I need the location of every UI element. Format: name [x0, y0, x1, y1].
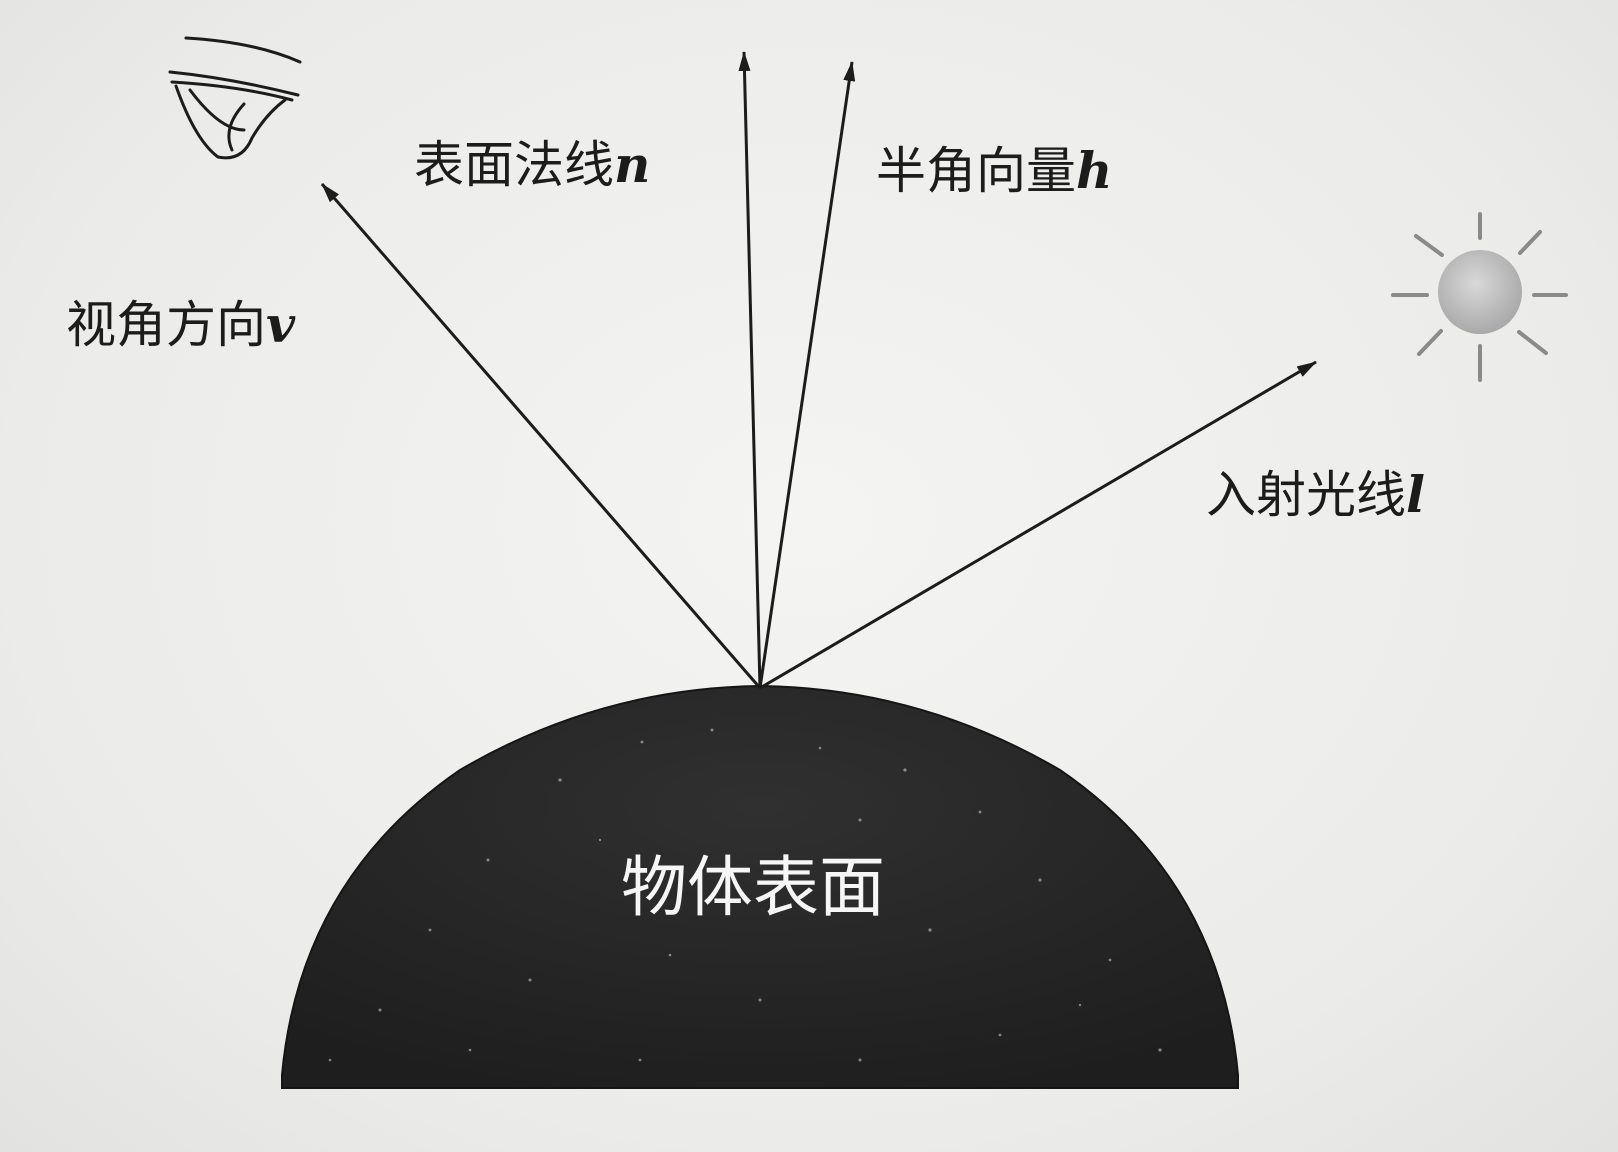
half-vector: [758, 61, 856, 689]
view-direction-text: 视角方向: [66, 296, 266, 354]
light-vector: [759, 360, 1317, 690]
half-vector-text: 半角向量: [876, 142, 1076, 200]
eye-icon: [168, 36, 302, 160]
object-surface-label: 物体表面: [621, 849, 885, 926]
surface-normal-symbol: n: [614, 135, 651, 194]
half-vector-symbol: h: [1076, 141, 1113, 200]
view-vector: [320, 183, 762, 689]
normal-vector: [738, 51, 762, 689]
incident-light-symbol: l: [1406, 465, 1425, 524]
view-direction-label: 视角方向v: [66, 300, 295, 351]
surface-normal-text: 表面法线: [414, 136, 614, 194]
incident-light-text: 入射光线: [1206, 466, 1406, 524]
view-direction-symbol: v: [266, 295, 296, 354]
surface-speckles: [328, 728, 1162, 1062]
half-vector-label: 半角向量h: [876, 146, 1112, 197]
surface-normal-label: 表面法线n: [414, 140, 650, 191]
incident-light-label: 入射光线l: [1206, 470, 1425, 521]
sun-icon: [1391, 212, 1568, 382]
